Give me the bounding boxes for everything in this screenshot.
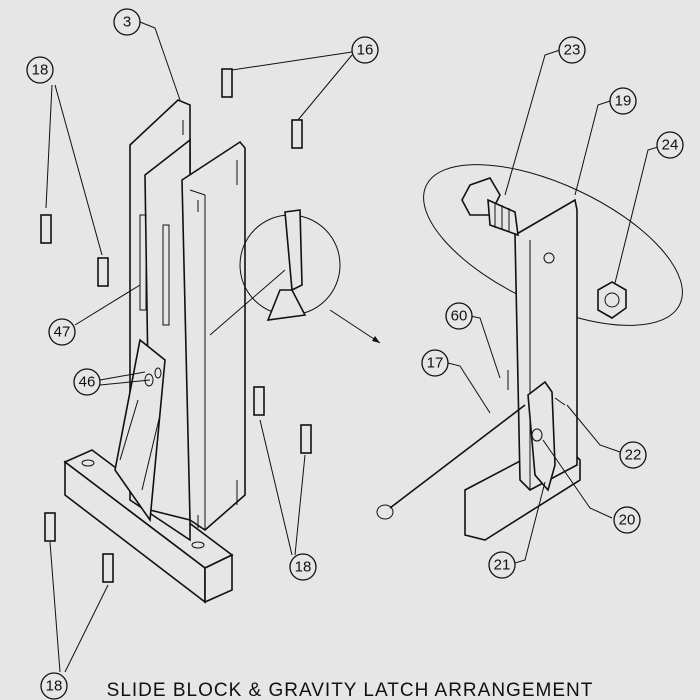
gravity-latch-assembly (376, 164, 683, 541)
callout-label: 18 (32, 62, 49, 79)
callout-3: 3 (113, 8, 141, 36)
callout-label: 21 (494, 557, 511, 574)
callout-46: 46 (73, 368, 101, 396)
callout-label: 20 (619, 512, 636, 529)
callout-label: 60 (451, 308, 468, 325)
slide-blocks (40, 68, 312, 583)
callout-label: 16 (357, 42, 374, 59)
callout-label: 3 (123, 14, 131, 31)
callout-label: 47 (54, 324, 71, 341)
callout-18-top: 18 (26, 56, 54, 84)
callout-16: 16 (351, 36, 379, 64)
leader-lines (45, 21, 659, 673)
callout-label: 17 (427, 355, 444, 372)
callout-label: 24 (662, 137, 679, 154)
callout-23: 23 (558, 36, 586, 64)
callout-label: 18 (46, 678, 63, 695)
callout-label: 18 (295, 559, 312, 576)
callout-24: 24 (656, 131, 684, 159)
callout-label: 19 (615, 93, 632, 110)
callout-21: 21 (488, 551, 516, 579)
drawing-title: SLIDE BLOCK & GRAVITY LATCH ARRANGEMENT (106, 680, 594, 700)
callout-19: 19 (609, 87, 637, 115)
callout-label: 23 (564, 42, 581, 59)
callout-18-bottom: 18 (40, 672, 68, 700)
callout-20: 20 (613, 506, 641, 534)
callout-22: 22 (619, 441, 647, 469)
callout-60: 60 (445, 302, 473, 330)
callout-label: 22 (625, 447, 642, 464)
callout-17: 17 (421, 349, 449, 377)
callout-18-right: 18 (289, 553, 317, 581)
slide-block-upright-3 (114, 99, 246, 542)
detail-view-circle (209, 209, 381, 344)
callout-label: 46 (79, 374, 96, 391)
callout-47: 47 (48, 318, 76, 346)
